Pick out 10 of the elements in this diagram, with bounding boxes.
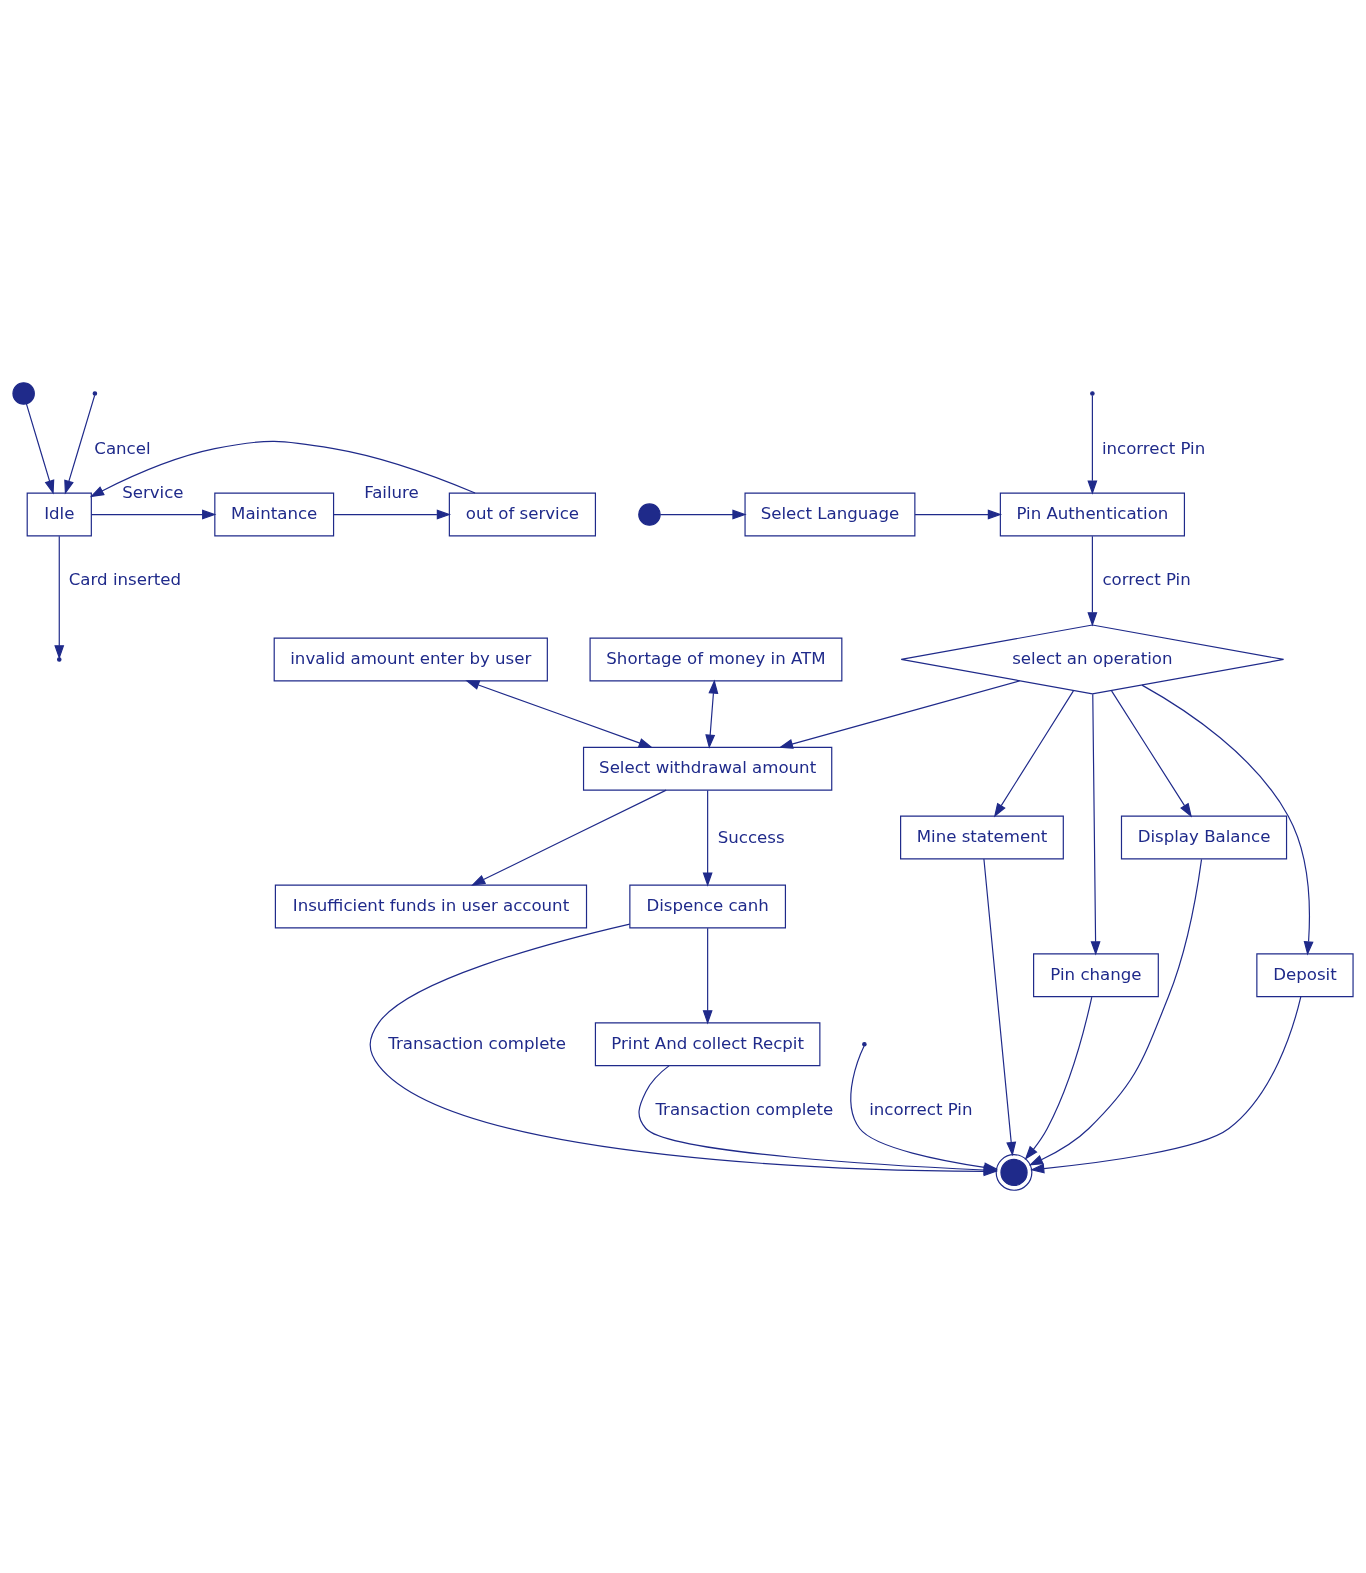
- edge-label: Cancel: [94, 438, 151, 458]
- edge-label: incorrect Pin: [869, 1100, 973, 1120]
- edge-label: Failure: [364, 482, 419, 502]
- edge-label: correct Pin: [1102, 570, 1191, 590]
- edge-label: Transaction complete: [388, 1034, 567, 1054]
- edge-label: Success: [717, 827, 785, 847]
- edge-label: incorrect Pin: [1101, 438, 1206, 458]
- edge-label: Service: [122, 482, 184, 502]
- edge-label: Card inserted: [68, 570, 182, 590]
- edge-label: Transaction complete: [655, 1100, 834, 1120]
